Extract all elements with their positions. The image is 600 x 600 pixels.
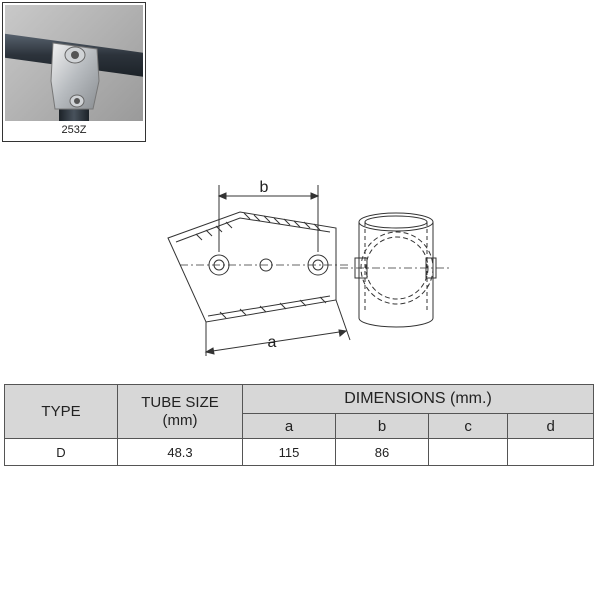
dimensions-table: TYPE TUBE SIZE (mm) DIMENSIONS (mm.) a b… [4,384,594,466]
dimension-a-cell: 115 [242,438,336,466]
dimension-a-header: a [242,413,336,439]
type-cell: D [4,438,118,466]
dimension-c-cell [427,438,509,466]
tube-size-cell: 48.3 [117,438,243,466]
dimension-c-header: c [427,413,509,439]
tube-size-header-unit: (mm) [162,411,198,429]
dimension-label-a: a [268,334,277,351]
dimension-d-header: d [507,413,594,439]
product-photo [5,5,143,121]
table-row: D 48.3 115 86 [4,438,594,466]
dimension-b-header: b [335,413,429,439]
dimension-b-cell: 86 [335,438,429,466]
tube-size-header: TUBE SIZE (mm) [117,384,243,439]
product-code: 253Z [61,124,87,136]
dimension-d-cell [507,438,594,466]
dimensions-header: DIMENSIONS (mm.) [242,384,594,414]
type-header: TYPE [4,384,118,439]
tube-size-header-label: TUBE SIZE [141,393,219,411]
technical-drawing: b a [167,179,450,356]
dimension-label-b: b [260,179,269,196]
product-photo-card: 253Z [2,2,146,142]
